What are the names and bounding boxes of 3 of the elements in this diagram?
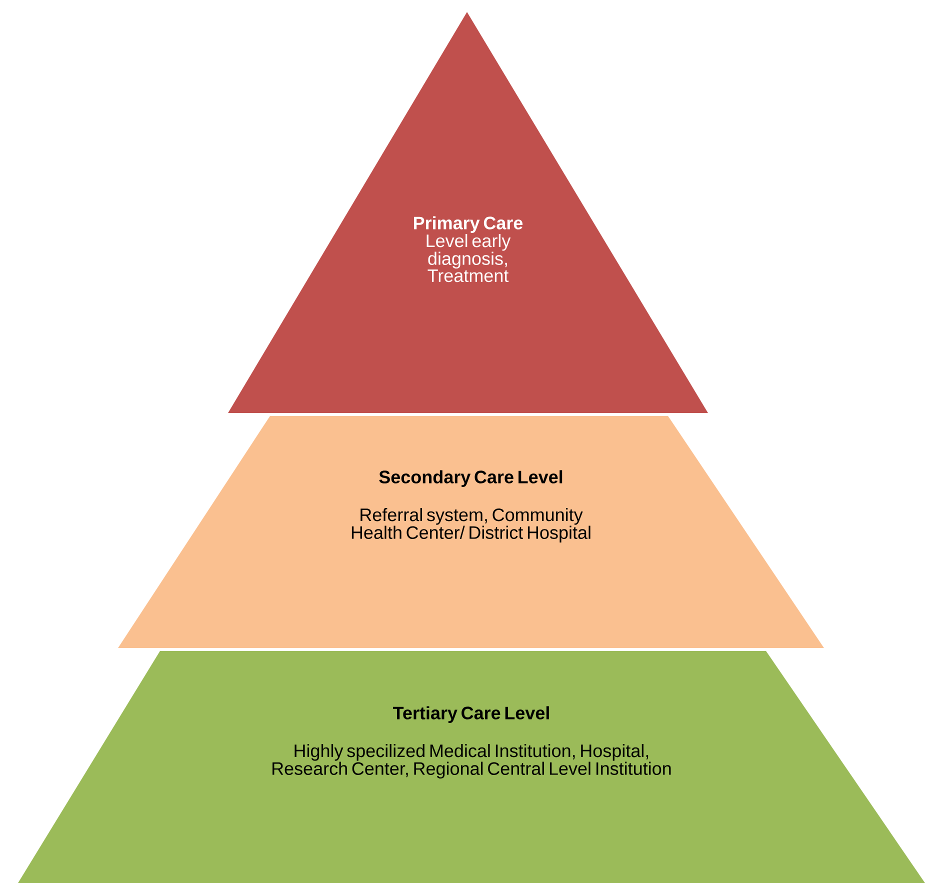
pyramid-tier: Tertiary Care Level Highly specilized Medical Institution, Hospital, Research Center, Regional Central Level Institution — [18, 651, 925, 883]
pyramid-tier: Primary Care Level early diagnosis, Treatment — [228, 12, 708, 413]
pyramid-tier: Secondary Care Level Referral system, Community Health Center/ District Hospital — [118, 416, 824, 648]
